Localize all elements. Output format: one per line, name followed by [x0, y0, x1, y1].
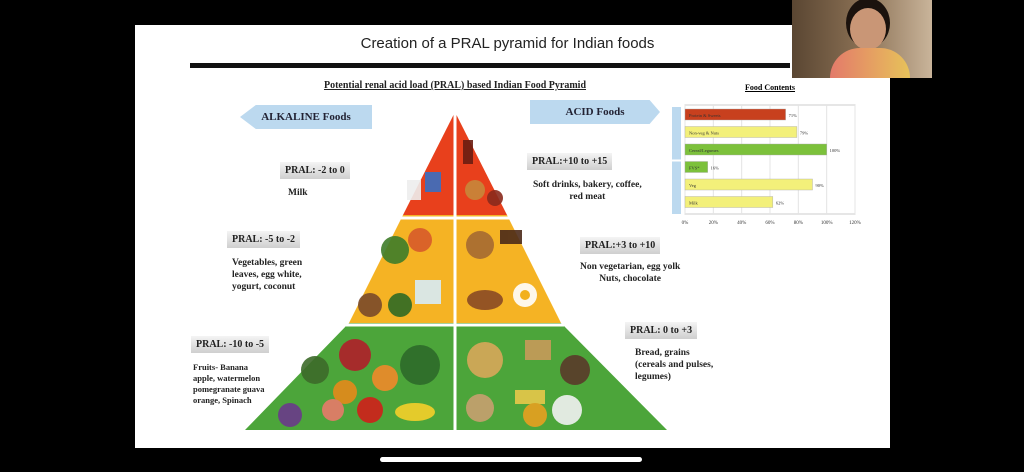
food-text: leaves, egg white,	[232, 270, 302, 280]
food-images	[278, 140, 590, 427]
acid-label: ACID Foods	[565, 106, 625, 118]
food-text: Non vegetarian, egg yolk	[580, 262, 681, 272]
food-text: Fruits- Banana	[193, 362, 249, 372]
presenter-avatar	[850, 8, 886, 50]
pral-badge-alkaline-middle: PRAL: -5 to -2	[227, 231, 301, 248]
group-acid	[672, 107, 681, 160]
food-text: red meat	[569, 192, 606, 202]
home-indicator[interactable]	[380, 457, 642, 462]
pyramid-subtitle: Potential renal acid load (PRAL) based I…	[323, 80, 587, 91]
foods-alkaline-top: Milk	[288, 187, 308, 199]
food-text: Nuts, chocolate	[599, 274, 662, 284]
food-text: Soft drinks, bakery, coffee,	[533, 180, 642, 190]
bar-category-label: FVS*	[689, 166, 700, 171]
bar	[684, 143, 827, 156]
food-text: (cereals and pulses,	[635, 360, 714, 370]
bar	[684, 196, 774, 208]
slide-title: Creation of a PRAL pyramid for Indian fo…	[360, 35, 655, 52]
x-tick-label: 40%	[737, 221, 746, 226]
x-tick-label: 120%	[849, 221, 861, 226]
food-text: Vegetables, green	[232, 258, 303, 268]
food-pyramid	[245, 112, 667, 430]
bar-value-label: 79%	[800, 131, 809, 136]
bar-category-label: Milk	[689, 201, 699, 206]
food-text: legumes)	[635, 372, 671, 382]
x-tick-label: 20%	[709, 221, 718, 226]
bar	[684, 178, 813, 191]
bar-value-label: 90%	[816, 183, 825, 188]
pral-badge-acid-middle: PRAL:+3 to +10	[580, 237, 661, 254]
food-text: Bread, grains	[635, 348, 690, 358]
chart-title: Food Contents	[745, 83, 796, 92]
acid-arrow: ACID Foods	[530, 100, 660, 124]
pral-badge-acid-bottom: PRAL: 0 to +3	[625, 322, 698, 339]
foods-alkaline-middle: Vegetables, green leaves, egg white, yogur…	[232, 257, 302, 293]
presentation-slide: Creation of a PRAL pyramid for Indian fo…	[135, 25, 880, 448]
bar-value-label: 71%	[789, 113, 798, 118]
x-tick-label: 0%	[682, 221, 689, 226]
alkaline-label: ALKALINE Foods	[261, 111, 351, 123]
x-tick-label: 100%	[821, 221, 833, 226]
presenter-body	[830, 48, 910, 78]
pral-badge-alkaline-bottom: PRAL: -10 to -5	[191, 336, 270, 353]
bar-category-label: Veg	[689, 183, 697, 188]
webcam-thumbnail[interactable]	[792, 0, 932, 78]
food-text: Milk	[288, 188, 308, 198]
group-alkaline	[672, 161, 681, 214]
foods-acid-bottom: Bread, grains (cereals and pulses, legumes…	[635, 347, 713, 383]
bar-category-label: Protein & Sweets	[689, 113, 721, 118]
x-tick-label: 80%	[794, 221, 803, 226]
food-contents-chart: 0% 20% 40% 60% 80% 100% 120% Protein & Sweets 71…	[672, 104, 861, 226]
food-text: pomegranate guava	[193, 384, 265, 394]
food-text: apple, watermelon	[193, 373, 261, 383]
alkaline-arrow: ALKALINE Foods	[240, 105, 372, 129]
bar	[684, 126, 798, 138]
bar-value-label: 62%	[776, 201, 785, 206]
foods-acid-top: Soft drinks, bakery, coffee, red meat	[533, 179, 642, 203]
title-divider	[190, 63, 790, 68]
pral-badge-acid-top: PRAL:+10 to +15	[527, 153, 613, 170]
bar-category-label: Non-veg & Nuts	[689, 131, 719, 136]
bar	[684, 161, 708, 173]
pral-badge-alkaline-top: PRAL: -2 to 0	[280, 162, 350, 179]
bar-category-label: Cereal/Legumes	[689, 148, 719, 153]
food-text: yogurt, coconut	[232, 282, 296, 292]
x-tick-label: 60%	[765, 221, 774, 226]
bar-value-label: 100%	[830, 148, 841, 153]
bar	[684, 108, 786, 121]
slide-edge	[880, 78, 890, 448]
bar-value-label: 16%	[711, 166, 720, 171]
food-text: orange, Spinach	[193, 395, 252, 405]
